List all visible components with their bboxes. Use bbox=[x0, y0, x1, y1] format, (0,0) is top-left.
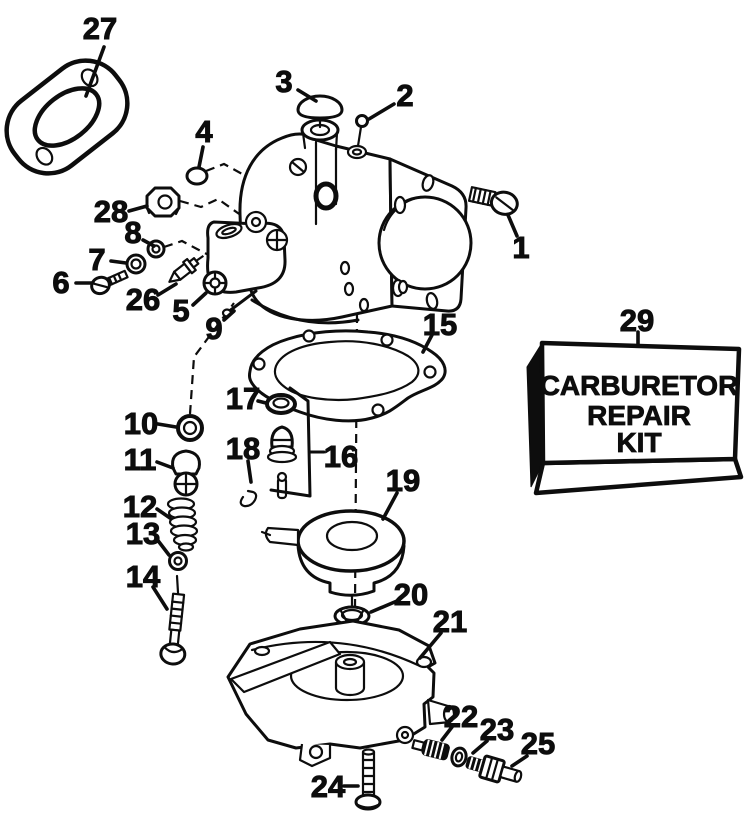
part-label-9: 9 bbox=[205, 311, 222, 346]
part-label-23: 23 bbox=[480, 712, 514, 747]
kit-box-line-1: CARBURETOR bbox=[540, 370, 739, 401]
part-label-3: 3 bbox=[275, 64, 292, 99]
part-12-spring bbox=[166, 497, 199, 552]
part-5-washer bbox=[202, 270, 228, 296]
part-4-ball bbox=[185, 166, 209, 186]
part-26-needle-valve bbox=[168, 257, 200, 283]
part-10-ring bbox=[176, 414, 204, 442]
part-label-6: 6 bbox=[52, 265, 69, 300]
part-2-ball bbox=[355, 114, 369, 128]
part-label-12: 12 bbox=[123, 489, 157, 524]
part-19-float bbox=[260, 509, 406, 597]
part-16-needle-seat bbox=[266, 425, 298, 500]
part-label-4: 4 bbox=[195, 114, 213, 149]
leader-lines bbox=[74, 45, 640, 788]
kit-box-line-3: KIT bbox=[616, 427, 661, 458]
carburetor-body bbox=[206, 118, 473, 325]
part-label-8: 8 bbox=[124, 215, 141, 250]
part-label-25: 25 bbox=[521, 726, 555, 761]
part-label-2: 2 bbox=[396, 78, 413, 113]
part-label-28: 28 bbox=[94, 194, 128, 229]
part-label-15: 15 bbox=[423, 307, 457, 342]
part-number-labels: 27 3 2 4 28 8 7 6 26 5 9 1 15 10 11 12 1… bbox=[52, 11, 655, 805]
part-25-fitting bbox=[465, 754, 523, 784]
part-label-24: 24 bbox=[311, 769, 346, 804]
part-label-11: 11 bbox=[124, 442, 157, 477]
part-28-nut bbox=[145, 186, 181, 218]
part-label-20: 20 bbox=[394, 577, 428, 612]
part-23-washer bbox=[450, 746, 468, 768]
part-1-screw bbox=[467, 186, 519, 216]
part-label-26: 26 bbox=[126, 282, 160, 317]
part-label-18: 18 bbox=[226, 431, 260, 466]
part-11-plug bbox=[171, 449, 201, 497]
part-label-1: 1 bbox=[512, 230, 529, 265]
part-17-seal-ring bbox=[265, 393, 297, 415]
part-label-16: 16 bbox=[324, 439, 358, 474]
part-13-washer bbox=[168, 551, 188, 571]
part-label-13: 13 bbox=[126, 516, 160, 551]
part-27-mount-gasket bbox=[4, 58, 130, 176]
part-7-washer bbox=[125, 253, 147, 275]
part-label-27: 27 bbox=[83, 11, 117, 46]
kit-box-line-2: REPAIR bbox=[587, 400, 691, 431]
part-15-gasket bbox=[248, 329, 447, 423]
part-label-29: 29 bbox=[620, 303, 654, 338]
part-22-drain-screw bbox=[411, 739, 450, 761]
part-label-21: 21 bbox=[433, 604, 467, 639]
part-24-bolt bbox=[354, 748, 382, 811]
part-label-19: 19 bbox=[386, 463, 420, 498]
part-21-float-bowl bbox=[226, 619, 456, 768]
part-label-22: 22 bbox=[444, 699, 478, 734]
part-label-7: 7 bbox=[88, 242, 105, 277]
part-label-10: 10 bbox=[124, 406, 158, 441]
part-label-14: 14 bbox=[126, 559, 161, 594]
part-3-cap bbox=[296, 94, 344, 129]
part-label-17: 17 bbox=[226, 381, 260, 416]
repair-kit-box: CARBURETOR REPAIR KIT bbox=[526, 340, 744, 496]
group-16-bracket bbox=[269, 386, 326, 498]
part-18-clip bbox=[239, 489, 258, 508]
part-14-needle-screw bbox=[159, 574, 187, 666]
part-6-screw bbox=[90, 269, 129, 296]
part-label-5: 5 bbox=[172, 293, 189, 328]
part-9-pin bbox=[221, 289, 258, 318]
